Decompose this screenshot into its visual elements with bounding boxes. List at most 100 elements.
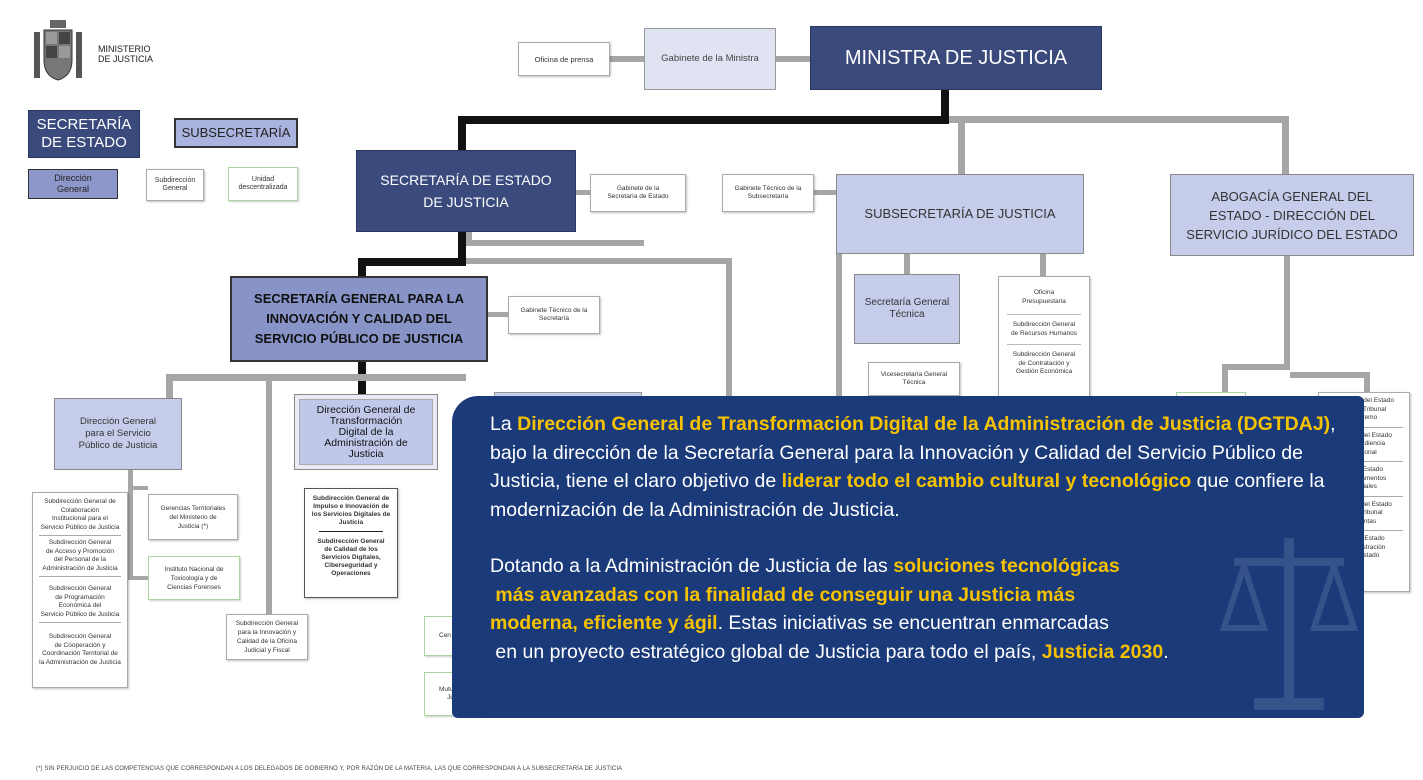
oficina-prensa-box: Oficina de prensa [518, 42, 610, 76]
gabinete-tecnico-secretaria-box: Gabinete Técnico de la Secretaría [508, 296, 600, 334]
sg-contratacion-line3: Gestión Económica [1015, 368, 1073, 375]
gabinete-ministra-label: Gabinete de la Ministra [661, 53, 759, 65]
overlay-paragraph-1: La Dirección General de Transformación D… [490, 410, 1344, 524]
connector-secretaria-grey-inner-v [466, 232, 472, 246]
oficina-prensa-label: Oficina de prensa [534, 54, 594, 64]
gabinete-tecnico-subsecretaria-line2: Subsecretaría [747, 193, 789, 200]
sg-impulso-line2: Impulso e Innovación de [313, 503, 389, 510]
dg-servicio-line2: para el Servicio [85, 428, 151, 439]
connector-abogacia-down [1284, 256, 1290, 368]
dgtdaj-line4: Administración de [324, 436, 408, 449]
secretaria-general-tecnica-box: Secretaría General Técnica [854, 274, 960, 344]
gabinete-ministra-box: Gabinete de la Ministra [644, 28, 776, 90]
gabinete-tecnico-secretaria-line2: Secretaría [539, 315, 569, 322]
instituto-box: Instituto Nacional de Toxicología y de C… [148, 556, 240, 600]
sg-innovacion-oficina-box: Subdirección General para la Innovación … [226, 614, 308, 660]
ministry-name: MINISTERIO DE JUSTICIA [98, 44, 153, 64]
legend-direccion-general-line1: Dirección [54, 173, 92, 184]
sg-calidad-line4: Ciberseguridad y [324, 562, 378, 569]
connector-to-dg-servicio [166, 374, 173, 400]
abogacia-tribunal-line3: Cuentas [1351, 517, 1377, 525]
partial-mutuali-line1: Mutuali [439, 686, 460, 694]
sg-acceso-line1: Subdirección General [48, 539, 112, 546]
legend-direccion-general-line2: General [56, 184, 90, 194]
connector-dg-servicio-to-instituto [128, 576, 148, 580]
legend-subsecretaria-label: SUBSECRETARÍA [181, 125, 291, 141]
dgtdaj-line5: Justicia [348, 447, 384, 460]
sg-contratacion-line2: de Contratación y [1018, 359, 1070, 367]
abogacia-line1: ABOGACÍA GENERAL DEL [1211, 188, 1373, 204]
connector-secretaria-to-general-v2 [358, 258, 366, 278]
abogacia-general-box: ABOGACÍA GENERAL DEL ESTADO - DIRECCIÓN … [1170, 174, 1414, 256]
abogacia-line2: ESTADO - DIRECCIÓN DEL [1209, 207, 1375, 223]
overlay-p1-b: , bajo la dirección de la Secretaría Gen… [490, 413, 1336, 492]
sg-innovacion-line1: Subdirección General [235, 620, 299, 627]
legend-subsecretaria: SUBSECRETARÍA [174, 118, 298, 148]
overlay-p1-c: que confiere la modernización de la Admi… [490, 470, 1325, 521]
connector-abogacia-left-v [1222, 364, 1228, 394]
sgt-line2: Técnica [889, 309, 925, 320]
gabinete-secretaria-estado-line1: Gabinete de la [616, 185, 660, 193]
justice-scale-watermark-icon [1219, 538, 1359, 710]
connector-abogacia-right-v [1364, 372, 1370, 392]
sg-impulso-line1: Subdirección General de [312, 495, 390, 502]
coat-of-arms-logo [28, 18, 88, 86]
connector-general-grey-h [166, 374, 466, 381]
sg-calidad-line5: Operaciones [331, 570, 371, 577]
connector-abogacia-h [1222, 364, 1290, 370]
connector-top-black-horizontal [458, 116, 949, 124]
connector-secretaria-grey-v [726, 258, 732, 398]
legend-secretaria-estado-line2: DE ESTADO [41, 134, 127, 151]
footnote: (*) SIN PERJUICIO DE LAS COMPETENCIAS QU… [36, 766, 623, 772]
gabinete-tecnico-subsecretaria-box: Gabinete Técnico de la Subsecretaría [722, 174, 814, 212]
secretaria-general-box: SECRETARÍA GENERAL PARA LA INNOVACIÓN Y … [230, 276, 488, 362]
sgt-line1: Secretaría General [864, 297, 950, 308]
gerencias-line3: Justicia (*) [177, 522, 209, 530]
connector-to-sg-innovacion [266, 378, 272, 614]
gabinete-secretaria-estado-box: Gabinete de la Secretaría de Estado [590, 174, 686, 212]
sg-programacion-line4: Servicio Público de Justicia [40, 610, 120, 618]
sg-acceso-line4: Administración de Justicia [42, 564, 118, 572]
vicesecretaria-line2: Técnica [902, 379, 926, 386]
dgtdaj-description-panel: La Dirección General de Transformación D… [452, 396, 1364, 718]
ministry-line1: MINISTERIO [98, 44, 151, 54]
gerencias-line2: del Ministerio de [169, 513, 217, 521]
secretaria-general-line2: INNOVACIÓN Y CALIDAD DEL [266, 311, 452, 326]
abogacia-admin-line3: del Estado [1348, 552, 1380, 559]
connector-dg-servicio-down [128, 470, 133, 580]
oficina-presupuestaria-line2: Presupuestaria [1022, 297, 1066, 305]
overlay-paragraph-2: Dotando a la Administración de Justicia … [490, 552, 1344, 666]
abogacia-tribunal-line1: bogacía del Estado [1336, 500, 1392, 508]
connector-dg-servicio-to-gerencias [128, 486, 148, 490]
secretaria-estado-line2: DE JUSTICIA [423, 194, 509, 210]
dgtdaj-line1: Dirección General de [316, 403, 416, 416]
overlay-p2-c: en un proyecto estratégico global de Jus… [495, 640, 1042, 663]
connector-subsec-to-sgt [904, 254, 910, 274]
connector-black-to-secretaria [458, 116, 466, 152]
sg-cooperacion-line4: la Administración de Justicia [39, 658, 121, 666]
connector-secretaria-to-general-v1 [458, 232, 466, 264]
sg-contratacion-line1: Subdirección General [1012, 351, 1076, 358]
overlay-p2-b: . Estas iniciativas se encuentran enmarc… [717, 612, 1109, 634]
connector-ministra-down [941, 88, 949, 122]
legend-subdireccion-general-line1: Subdirección [154, 176, 196, 184]
sg-innovacion-line3: Calidad de la Oficina [237, 638, 297, 645]
abogacia-audiencia-line1: bogacía del Estado [1336, 431, 1392, 439]
gabinete-tecnico-subsecretaria-line1: Gabinete Técnico de la [734, 185, 802, 193]
gabinete-secretaria-estado-line2: Secretaría de Estado [607, 193, 669, 200]
sg-programacion-line3: Económica del [58, 602, 102, 609]
dgtdaj-line3: Digital de la [338, 425, 394, 438]
gerencias-box: Gerencias Territoriales del Ministerio d… [148, 494, 238, 540]
connector-gabinete-ministra [776, 56, 812, 62]
oficina-presupuestaria-line1: Oficina [1033, 289, 1055, 296]
dg-servicio-subdirecciones-box: Subdirección General de Colaboración Ins… [32, 492, 128, 688]
sg-programacion-line2: de Programación [55, 593, 105, 601]
dgtdaj-box: Dirección General de Transformación Digi… [294, 394, 438, 470]
instituto-line1: Instituto Nacional de [164, 565, 224, 573]
gerencias-line1: Gerencias Territoriales [160, 504, 226, 512]
abogacia-departamentos-line3: isteriales [1351, 483, 1377, 490]
ministry-line2: DE JUSTICIA [98, 54, 154, 64]
sg-innovacion-line4: Judicial y Fiscal [244, 647, 290, 654]
connector-grey-horizontal-right [949, 116, 1289, 123]
sg-colaboracion-line1: Subdirección General de [44, 498, 116, 505]
